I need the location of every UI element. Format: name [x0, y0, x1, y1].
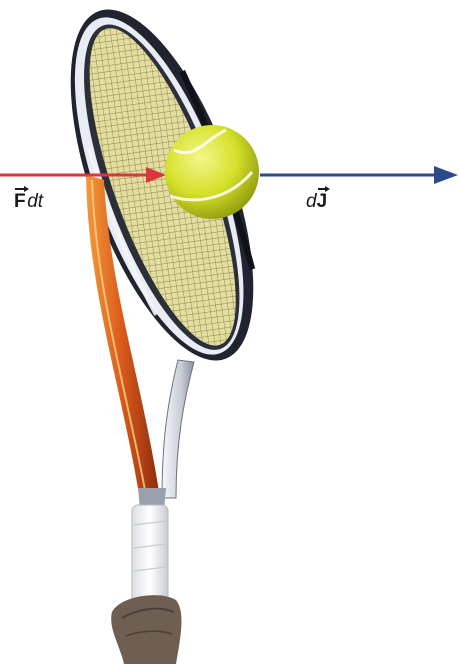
hand [111, 595, 181, 664]
impulse-prefix: d [306, 191, 317, 212]
impulse-symbol: J [317, 192, 328, 211]
impulse-label: dJ [306, 192, 327, 211]
force-symbol: F [14, 192, 26, 211]
impulse-arrow [260, 166, 458, 184]
racket-throat-right [162, 360, 194, 498]
racket-grip [132, 505, 168, 605]
tennis-ball [165, 125, 259, 219]
force-label: F dt [14, 192, 43, 211]
force-suffix: dt [27, 191, 43, 212]
